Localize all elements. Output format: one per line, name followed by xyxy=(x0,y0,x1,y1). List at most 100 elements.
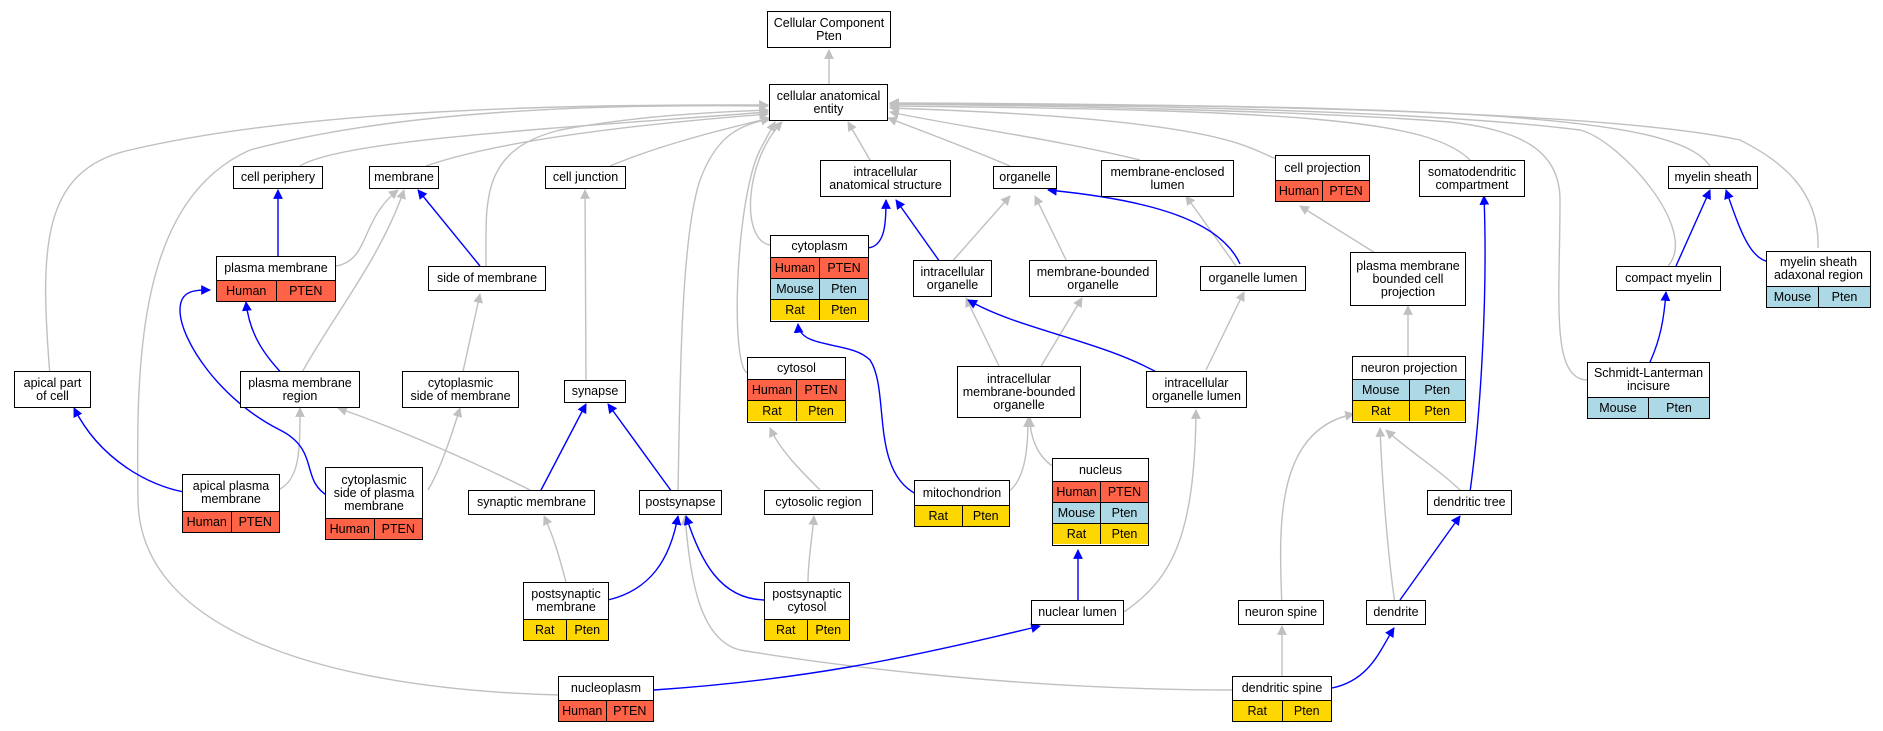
node-cytoplasmic-side-of-membrane[interactable]: cytoplasmic side of membrane xyxy=(402,371,519,408)
node-cell-periphery[interactable]: cell periphery xyxy=(233,166,323,189)
gene-cell: Pten xyxy=(961,506,1009,526)
species-cell: Mouse xyxy=(1053,503,1100,523)
node-schmidt-lanterman-incisure[interactable]: Schmidt-Lanterman incisure Mouse Pten xyxy=(1587,362,1710,419)
edge-myelinadaxonal-cae xyxy=(889,98,1819,249)
node-cyto-side-pm-label: cytoplasmic side of plasma membrane xyxy=(333,472,415,513)
node-postsynaptic-membrane[interactable]: postsynaptic membrane Rat Pten xyxy=(523,582,609,641)
node-organelle-lumen-label: organelle lumen xyxy=(1208,271,1298,285)
node-somatodendritic-compartment[interactable]: somatodendritic compartment xyxy=(1419,160,1525,197)
node-neuron-spine[interactable]: neuron spine xyxy=(1238,600,1324,625)
node-cytosol[interactable]: cytosol Human PTEN Rat Pten xyxy=(747,357,846,423)
edge-intraol-intraorganelle xyxy=(967,299,1161,375)
node-mitochondrion-label: mitochondrion xyxy=(922,485,1002,500)
edge-apicalpm-apical xyxy=(73,407,185,493)
node-nuclear-lumen[interactable]: nuclear lumen xyxy=(1031,600,1124,625)
edge-dendrite-dendritictree xyxy=(1399,515,1461,601)
node-dendritic-tree[interactable]: dendritic tree xyxy=(1427,490,1512,515)
node-organelle[interactable]: organelle xyxy=(993,166,1057,189)
node-membrane[interactable]: membrane xyxy=(369,166,439,189)
node-cell-periphery-label: cell periphery xyxy=(240,170,316,184)
node-neuron-projection[interactable]: neuron projection Mouse Pten Rat Pten xyxy=(1352,356,1466,423)
edge-dendriticspine-dendrite xyxy=(1331,627,1395,689)
node-cae[interactable]: cellular anatomical entity xyxy=(769,84,888,121)
edge-schmidt-compactmyelin xyxy=(1649,291,1671,363)
gene-cell: Pten xyxy=(819,300,868,320)
node-apical-part-of-cell[interactable]: apical part of cell xyxy=(14,371,91,408)
edge-dendriticspine-postsynapse xyxy=(680,515,1235,691)
node-intracellular-anatomical-structure[interactable]: intracellular anatomical structure xyxy=(820,160,951,197)
node-cell-projection[interactable]: cell projection Human PTEN xyxy=(1275,155,1370,202)
node-plasma-membrane-region[interactable]: plasma membrane region xyxy=(240,371,360,408)
node-synapse[interactable]: synapse xyxy=(564,380,626,403)
node-somatodendritic-compartment-label: somatodendritic compartment xyxy=(1427,164,1517,192)
species-cell: Human xyxy=(559,701,606,721)
node-intracellular-membrane-bounded-organelle[interactable]: intracellular membrane-bounded organelle xyxy=(957,366,1081,418)
node-mitochondrion[interactable]: mitochondrion Rat Pten xyxy=(914,480,1010,527)
edge-cytosolicregion-cytosol xyxy=(769,427,821,491)
node-cytosolic-region[interactable]: cytosolic region xyxy=(764,490,873,515)
gene-cell: PTEN xyxy=(373,519,422,539)
species-cell: Rat xyxy=(1053,524,1100,544)
gene-cell: Pten xyxy=(1818,287,1870,307)
node-membrane-enclosed-lumen[interactable]: membrane-enclosed lumen xyxy=(1101,160,1234,197)
node-side-of-membrane[interactable]: side of membrane xyxy=(428,266,546,291)
node-cytoplasm[interactable]: cytoplasm Human PTEN Mouse Pten Rat Pten xyxy=(770,235,869,322)
edge-pmregion-membrane xyxy=(299,189,406,377)
node-intracellular-organelle[interactable]: intracellular organelle xyxy=(913,260,992,297)
node-intracellular-organelle-lumen[interactable]: intracellular organelle lumen xyxy=(1146,371,1247,408)
node-dendritic-spine[interactable]: dendritic spine Rat Pten xyxy=(1232,676,1332,722)
edge-mel-cae xyxy=(889,109,1141,161)
node-postsynapse[interactable]: postsynapse xyxy=(639,490,722,515)
edge-intrambo-mbo xyxy=(1039,297,1083,369)
cytoplasm-row-3: Rat Pten xyxy=(771,299,868,320)
node-apical-plasma-membrane[interactable]: apical plasma membrane Human PTEN xyxy=(182,474,280,533)
node-dendrite[interactable]: dendrite xyxy=(1366,600,1426,625)
node-cae-label: cellular anatomical entity xyxy=(776,88,881,116)
gene-cell: PTEN xyxy=(1322,181,1369,201)
node-cytosolic-region-label: cytosolic region xyxy=(775,495,862,509)
gene-cell: Pten xyxy=(1100,524,1148,544)
node-dendrite-label: dendrite xyxy=(1373,605,1419,619)
edge-organellelumen-mel xyxy=(1185,195,1237,267)
edge-apical-cae xyxy=(44,100,769,377)
node-nucleus[interactable]: nucleus Human PTEN Mouse Pten Rat Pten xyxy=(1052,458,1149,546)
species-cell: Human xyxy=(183,512,231,532)
node-membrane-label: membrane xyxy=(374,170,434,184)
gene-cell: Pten xyxy=(819,279,868,299)
node-cytoplasmic-side-of-plasma-membrane[interactable]: cytoplasmic side of plasma membrane Huma… xyxy=(325,467,423,540)
node-pm-region-label: plasma membrane region xyxy=(248,375,352,403)
node-postsynaptic-cytosol-label: postsynaptic cytosol xyxy=(772,587,842,614)
node-root[interactable]: Cellular Component Pten xyxy=(767,11,891,48)
node-myelin-adaxonal-label: myelin sheath adaxonal region xyxy=(1774,255,1863,282)
edge-plasmamembrane-membrane xyxy=(335,189,399,267)
node-membrane-bounded-organelle[interactable]: membrane-bounded organelle xyxy=(1029,260,1157,297)
edge-somatodendritic-cae xyxy=(889,101,1471,161)
node-nucleoplasm[interactable]: nucleoplasm Human PTEN xyxy=(558,676,654,722)
node-schmidt-lanterman-label: Schmidt-Lanterman incisure xyxy=(1593,366,1704,393)
node-postsynaptic-cytosol[interactable]: postsynaptic cytosol Rat Pten xyxy=(764,582,850,641)
cell-projection-row-1: Human PTEN xyxy=(1276,180,1369,201)
edge-organellelumen-organelle xyxy=(1047,185,1241,265)
node-cell-junction[interactable]: cell junction xyxy=(545,166,626,189)
node-compact-myelin[interactable]: compact myelin xyxy=(1616,266,1721,291)
node-organelle-lumen[interactable]: organelle lumen xyxy=(1200,266,1306,291)
gene-cell: PTEN xyxy=(1100,482,1148,502)
node-cytosol-label: cytosol xyxy=(777,361,816,375)
gene-cell: Pten xyxy=(1281,701,1331,721)
node-pm-bounded-cell-projection[interactable]: plasma membrane bounded cell projection xyxy=(1350,252,1466,306)
edge-compactmyelin-myelinsheath xyxy=(1675,189,1711,267)
edge-cytosidepm-plasmamembrane xyxy=(179,285,329,497)
edge-postsynapticmembrane-synapticmembrane xyxy=(543,515,567,583)
myelin-adaxonal-row-1: Mouse Pten xyxy=(1767,286,1870,307)
node-cell-junction-label: cell junction xyxy=(552,170,619,184)
node-root-label: Cellular Component Pten xyxy=(773,15,885,43)
gene-cell: Pten xyxy=(565,620,608,640)
node-myelin-sheath-adaxonal-region[interactable]: myelin sheath adaxonal region Mouse Pten xyxy=(1766,251,1871,308)
node-synaptic-membrane[interactable]: synaptic membrane xyxy=(468,490,595,515)
node-plasma-membrane[interactable]: plasma membrane Human PTEN xyxy=(216,256,336,302)
node-myelin-sheath[interactable]: myelin sheath xyxy=(1668,166,1758,189)
nucleus-row-3: Rat Pten xyxy=(1053,523,1148,544)
edge-apicalpm-pmregion xyxy=(277,407,305,491)
edge-intraorganelle-organelle xyxy=(949,195,1011,265)
